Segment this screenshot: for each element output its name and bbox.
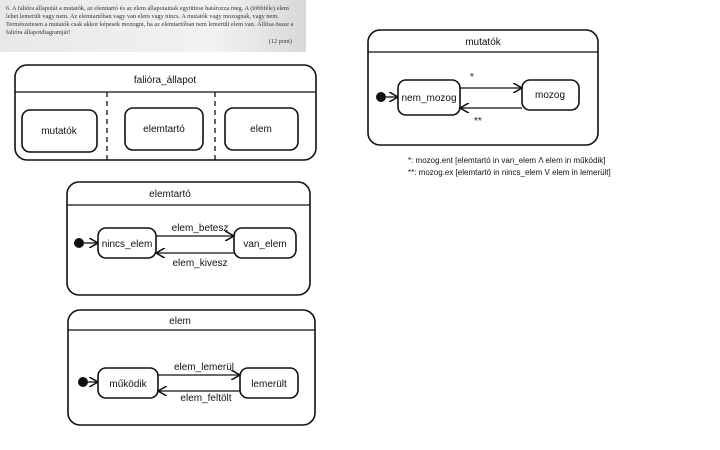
state-mozog bbox=[521, 79, 580, 111]
transition-label: elem_betesz bbox=[172, 223, 229, 234]
state-nincs-elem bbox=[97, 227, 157, 259]
state-label: van_elem bbox=[243, 239, 286, 250]
guard-note: **: mozog.ex [elemtartó in nincs_elem V … bbox=[408, 168, 611, 177]
state-label: mozog bbox=[535, 90, 565, 101]
transition-label: elem_kivesz bbox=[172, 258, 227, 269]
elem-title: elem bbox=[169, 316, 191, 327]
transition-label: elem_feltölt bbox=[180, 393, 231, 404]
elemtartó-title: elemtartó bbox=[149, 189, 191, 200]
state-van-elem bbox=[233, 227, 297, 259]
region-elem bbox=[224, 107, 299, 151]
state-nem-mozog bbox=[397, 79, 461, 116]
state-működik bbox=[97, 367, 159, 399]
initial-state-dot bbox=[78, 377, 88, 387]
guard-note: *: mozog.ent [elemtartó in van_elem Λ el… bbox=[408, 156, 605, 165]
falióra-state: falióra_állapot mutatók elemtartó elem bbox=[14, 64, 317, 161]
state-label: nincs_elem bbox=[102, 239, 153, 250]
falióra-title: falióra_állapot bbox=[134, 75, 196, 86]
mutatók-title: mutatók bbox=[465, 37, 502, 48]
initial-state-dot bbox=[376, 92, 386, 102]
region-mutatók bbox=[21, 109, 98, 153]
state-label: működik bbox=[109, 379, 147, 390]
exercise-text-image: 6. A falióra állapotát a mutatók, az ele… bbox=[0, 0, 306, 52]
state-label: lemerült bbox=[251, 379, 287, 390]
elemtartó-state: elemtartó nincs_elem van_elem elem_betes… bbox=[66, 181, 311, 296]
transition-label: elem_lemerül bbox=[174, 362, 234, 373]
region-label: elemtartó bbox=[143, 124, 185, 135]
transition-label: * bbox=[470, 72, 474, 83]
initial-state-dot bbox=[74, 238, 84, 248]
elem-state: elem működik lemerült elem_lemerül elem_… bbox=[67, 309, 316, 426]
region-label: mutatók bbox=[41, 126, 78, 137]
transition-label: ** bbox=[474, 116, 482, 127]
state-lemerült bbox=[239, 367, 299, 399]
exercise-text: 6. A falióra állapotát a mutatók, az ele… bbox=[6, 5, 294, 36]
mutatók-state: mutatók nem_mozog mozog * ** bbox=[367, 29, 599, 146]
region-label: elem bbox=[250, 124, 272, 135]
exercise-points: (12 pont) bbox=[268, 38, 292, 45]
state-label: nem_mozog bbox=[401, 93, 456, 104]
region-elemtartó bbox=[124, 107, 204, 151]
